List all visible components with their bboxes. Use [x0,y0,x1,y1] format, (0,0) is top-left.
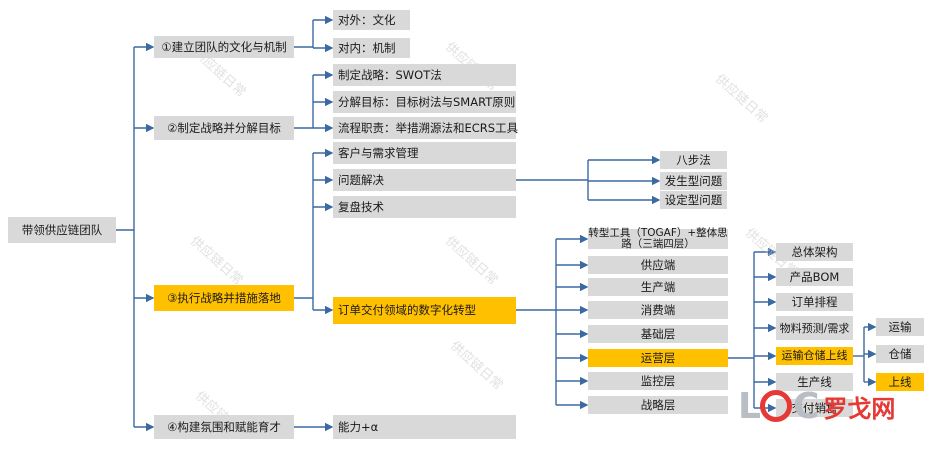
material-forecast: 物料预测/需求 [776,316,853,340]
execution-node: ③执行战略并措施落地 [154,285,294,311]
logo-letter-l: L [738,385,761,427]
consumer-end: 消费端 [588,301,728,319]
review-technique: 复盘技术 [333,196,516,218]
strategy-layer: 战略层 [588,396,728,414]
online: 上线 [876,373,924,391]
base-layer: 基础层 [588,325,728,343]
production-line: 生产线 [776,373,853,391]
logo-letter-c: C [792,385,819,427]
root-node: 带领供应链团队 [8,217,116,243]
culture-node: ①建立团队的文化与机制 [154,36,294,58]
overall-architecture: 总体架构 [776,243,853,261]
monitor-layer: 监控层 [588,372,728,390]
operation-layer: 运营层 [588,349,728,367]
empower-node: ④构建氛围和赋能育才 [154,415,294,439]
digital-transformation: 订单交付领域的数字化转型 [333,297,516,324]
strategy-ecrs: 流程职责：举措溯源法和ECRS工具 [333,117,518,139]
production-end: 生产端 [588,278,728,296]
eight-steps: 八步法 [660,151,727,169]
logo-text: 罗戈网 [823,394,896,423]
customer-demand: 客户与需求管理 [333,142,516,164]
occurring-problem: 发生型问题 [660,172,727,190]
transport: 运输 [876,318,924,336]
strategy-node: ②制定战略并分解目标 [154,116,294,140]
strategy-swot: 制定战略：SWOT法 [333,64,516,86]
strategy-target-tree: 分解目标：目标树法与SMART原则 [333,91,516,113]
warehouse: 仓储 [876,345,924,363]
order-scheduling: 订单排程 [776,293,853,311]
problem-solving: 问题解决 [333,169,516,191]
logo: L C 罗戈网 [738,385,896,427]
culture-internal: 对内：机制 [333,38,410,58]
defined-problem: 设定型问题 [660,191,727,209]
logo-circle-icon [759,390,792,422]
supply-end: 供应端 [588,256,728,274]
delivery-sales: 交付销售 [776,399,853,417]
product-bom: 产品BOM [776,268,853,286]
togaf-tool: 转型工具（TOGAF）+整体思路（三端四层） [588,227,728,250]
ability-alpha: 能力+α [333,415,516,439]
culture-external: 对外：文化 [333,10,410,30]
transport-warehouse-line: 运输仓储上线 [776,347,853,365]
